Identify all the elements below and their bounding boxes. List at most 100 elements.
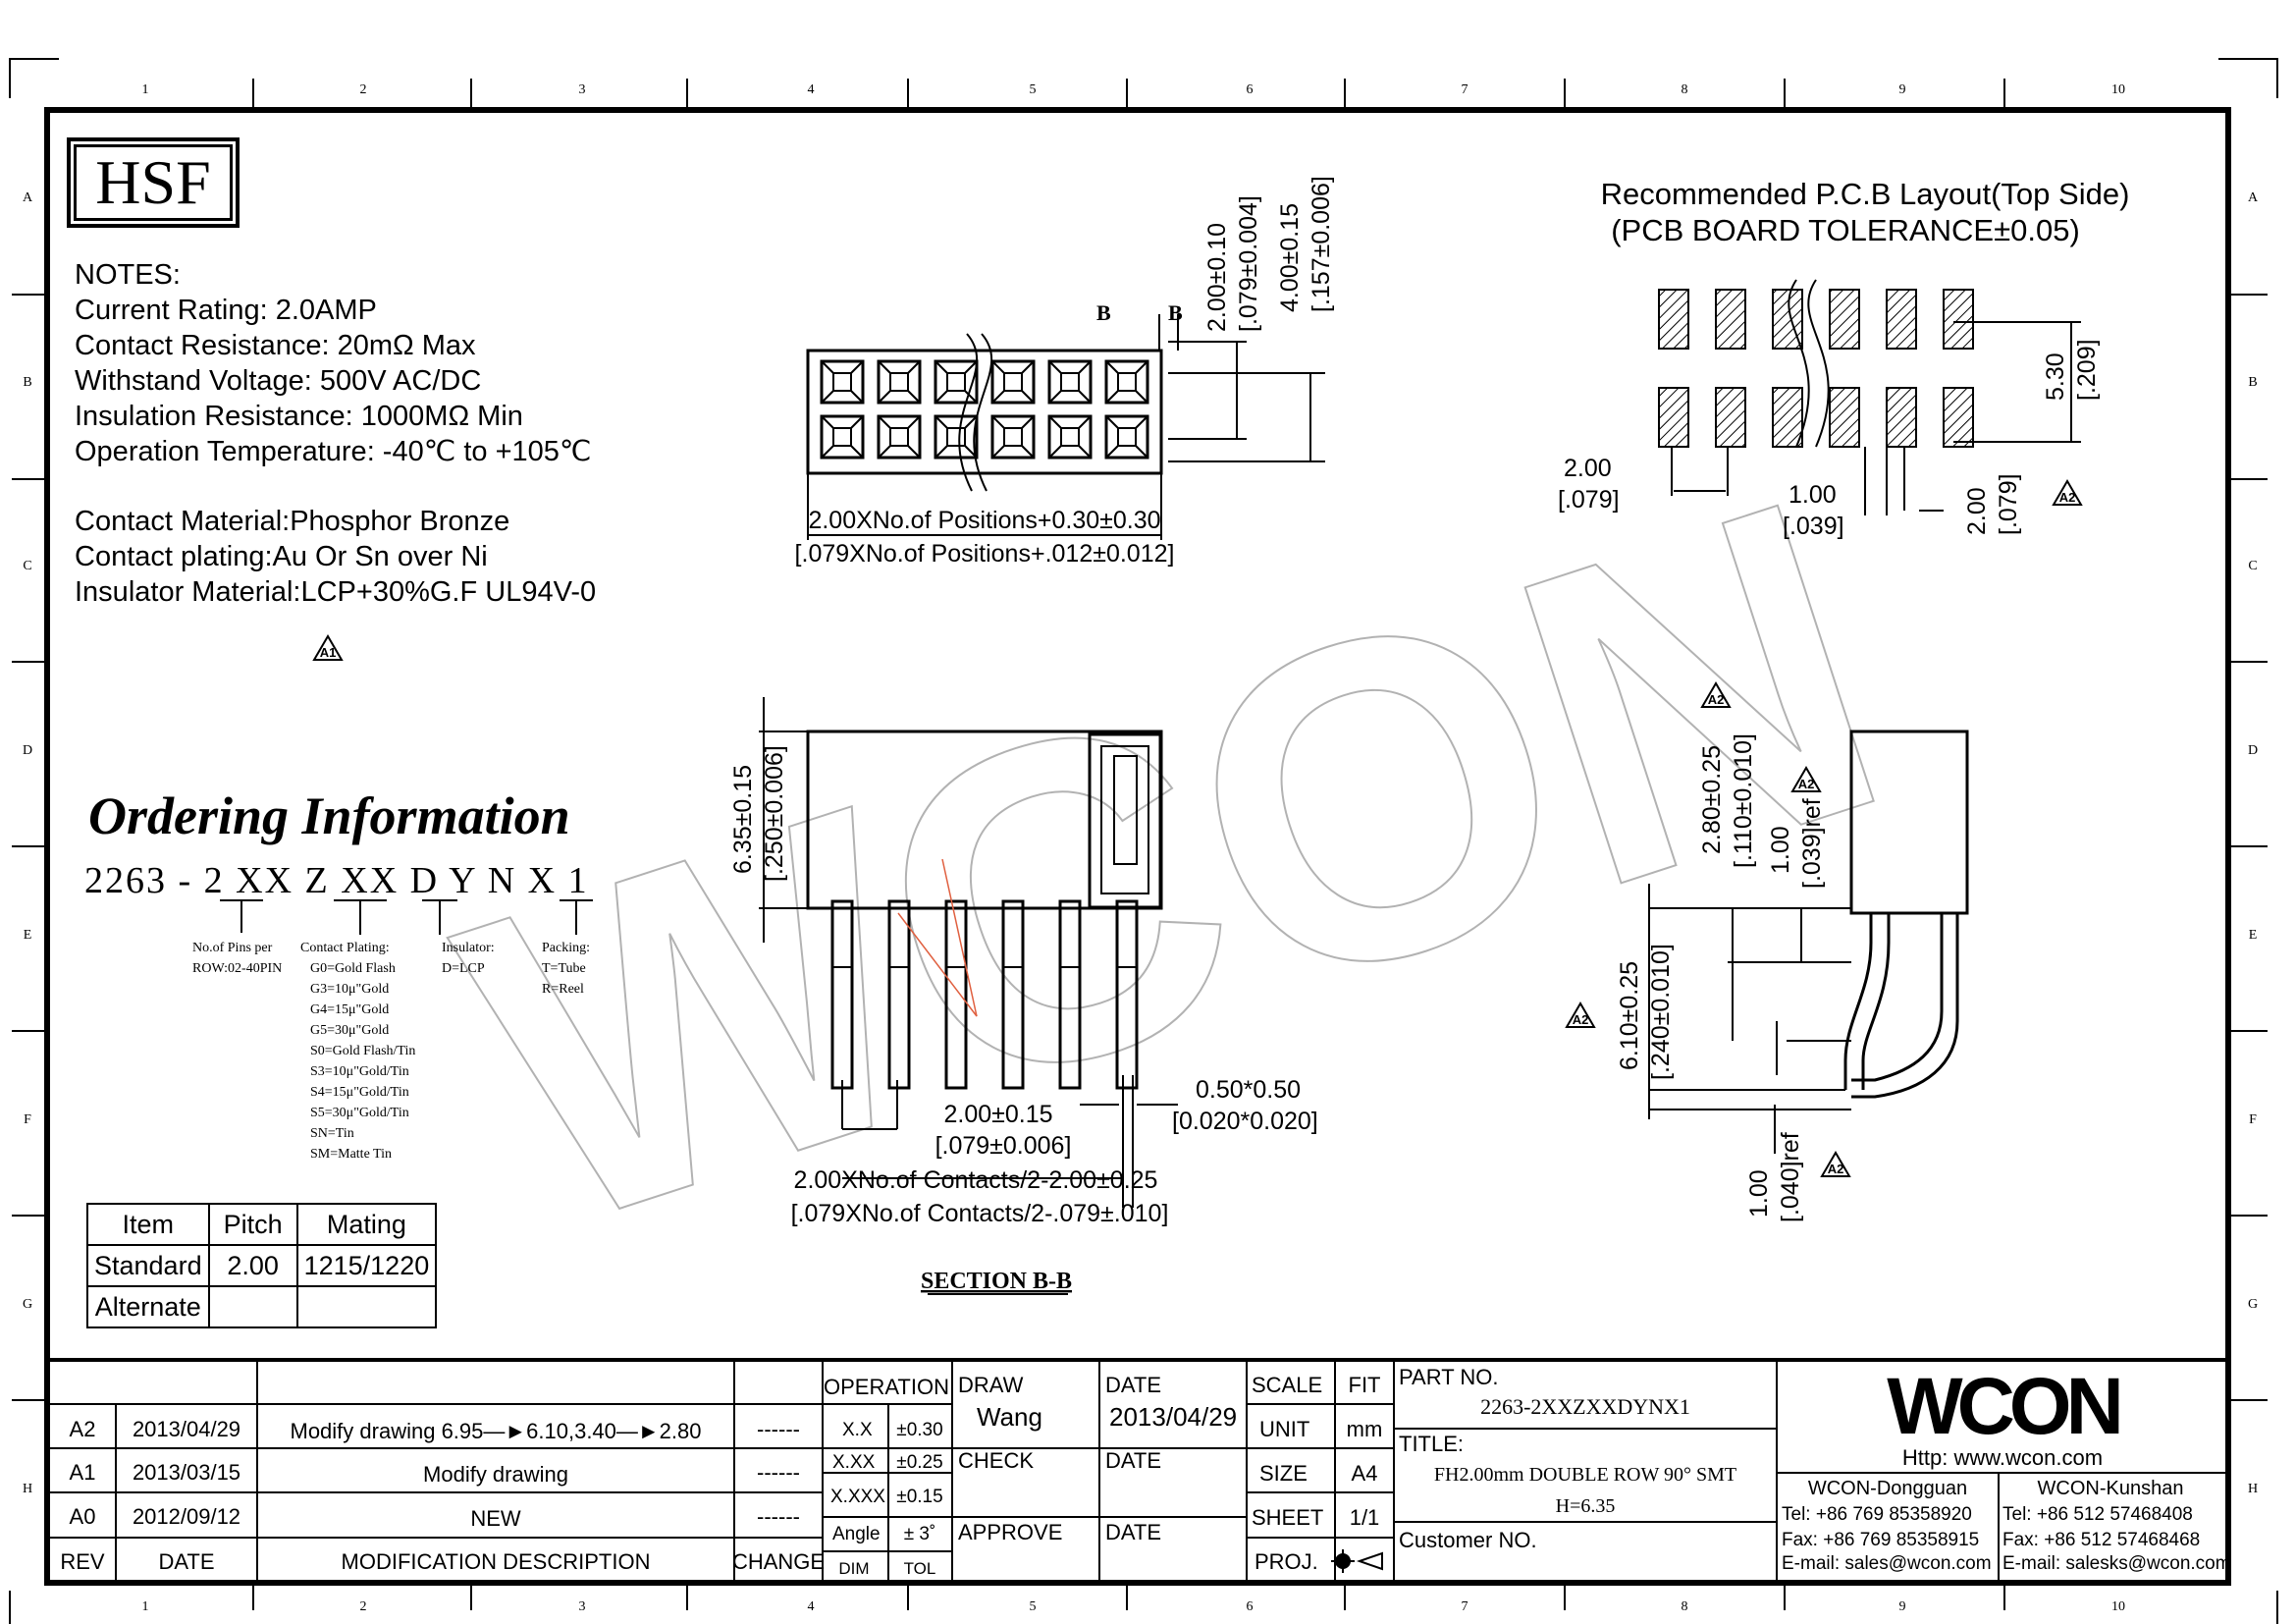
table-header: Pitch <box>207 1203 298 1246</box>
zone-col-9: 9 <box>1899 82 1906 97</box>
pin-body <box>1115 899 1139 1090</box>
pin-bevel <box>1048 360 1062 374</box>
rev-triangle-a2-bottom: A2 <box>1820 1151 1851 1177</box>
pin-bevel <box>907 390 921 404</box>
ks-mail: E-mail: salesks@wcon.com <box>2002 1553 2231 1574</box>
zone-col-10: 10 <box>2111 82 2125 97</box>
table-header: Item <box>86 1203 210 1246</box>
front-pin <box>1058 899 1082 1090</box>
top-dim-pitch-inch: [.079±0.004] <box>1235 195 1262 332</box>
top-dim-pitch: 2.00±0.10 <box>1203 223 1231 332</box>
pin-inner <box>1060 372 1080 392</box>
pin-bevel <box>1048 445 1062 459</box>
corner-marks <box>9 58 2278 1624</box>
pcb-dim-row: 5.30 <box>2042 352 2069 401</box>
zone-row-c-right: C <box>2248 559 2257 573</box>
materials-line: Contact plating:Au Or Sn over Ni <box>75 541 488 572</box>
tol-val-3: ± 3˚ <box>904 1524 936 1544</box>
tol-row-1: X.XX <box>832 1452 876 1473</box>
plating-option: S5=30μ"Gold/Tin <box>310 1106 409 1120</box>
wcon-logo: WCON <box>1887 1362 2118 1451</box>
proj-label: PROJ. <box>1255 1549 1318 1574</box>
pin-inner <box>1117 372 1137 392</box>
fit-value: FIT <box>1349 1373 1381 1397</box>
pin-body <box>944 899 968 1090</box>
top-pin-cell <box>1104 359 1149 405</box>
zone-col-10-bottom: 10 <box>2111 1599 2125 1614</box>
date-label-3: DATE <box>1105 1520 1161 1544</box>
top-pin-cell <box>990 414 1036 460</box>
pin-bevel <box>964 415 978 429</box>
desc-header: MODIFICATION DESCRIPTION <box>342 1549 651 1574</box>
front-dim-span: 2.00XNo.of Contacts/2-2.00±0.25 <box>794 1166 1158 1194</box>
rev-change-1: ------ <box>757 1460 800 1485</box>
pin-bevel <box>934 415 948 429</box>
mating-table: Item Pitch Mating Standard 2.00 1215/122… <box>86 1203 438 1328</box>
dg-mail: E-mail: sales@wcon.com <box>1782 1553 1992 1574</box>
operation-label: OPERATION <box>824 1375 949 1399</box>
rev-date-0: 2013/04/29 <box>133 1417 240 1441</box>
size-label: SIZE <box>1259 1461 1308 1486</box>
svg-text:A2: A2 <box>1573 1012 1589 1027</box>
pin-bevel <box>821 360 834 374</box>
pin-inner <box>1117 427 1137 447</box>
zone-row-d-right: D <box>2248 743 2258 758</box>
size-value: A4 <box>1352 1461 1378 1486</box>
svg-text:A2: A2 <box>1828 1162 1844 1176</box>
zone-col-7: 7 <box>1462 82 1468 97</box>
side-dim-d: 1.00 <box>1745 1169 1773 1218</box>
pcb-pad <box>1715 387 1746 448</box>
pin-inner <box>889 427 909 447</box>
side-dim-d-inch: [.040]ref <box>1777 1132 1804 1222</box>
zone-col-4: 4 <box>808 82 815 97</box>
front-pin <box>1001 899 1025 1090</box>
zone-col-3: 3 <box>579 82 586 97</box>
draw-date: 2013/04/29 <box>1109 1402 1237 1432</box>
zone-row-c: C <box>23 559 31 573</box>
legend-line: Packing: <box>542 941 590 955</box>
pin-outer <box>820 359 865 405</box>
packing-legend: Packing: T=Tube R=Reel <box>542 938 590 1000</box>
plating-option: G5=30μ"Gold <box>310 1023 390 1038</box>
zone-row-a-right: A <box>2248 190 2259 205</box>
pin-inner <box>889 372 909 392</box>
zone-row-e: E <box>24 928 32 943</box>
legend-line: Insulator: <box>442 941 495 955</box>
zone-col-8-bottom: 8 <box>1682 1599 1688 1614</box>
pin-inner <box>946 427 966 447</box>
section-mark-b-right: B <box>1168 300 1183 325</box>
front-dim-height: 6.35±0.15 <box>729 765 757 874</box>
front-dim-pitch-inch: [.079±0.006] <box>935 1132 1072 1160</box>
part-no-label: PART NO. <box>1399 1365 1498 1389</box>
legend-line: No.of Pins per <box>192 941 273 955</box>
pin-bevel <box>964 390 978 404</box>
dg-fax: Fax: +86 769 85358915 <box>1782 1530 1979 1550</box>
rev-desc-0: Modify drawing 6.95—►6.10,3.40—►2.80 <box>291 1419 702 1443</box>
svg-text:A2: A2 <box>1708 692 1725 707</box>
zone-row-b-right: B <box>2248 375 2257 390</box>
pin-bevel <box>1135 415 1148 429</box>
front-dim-height-inch: [.250±0.006] <box>761 745 788 882</box>
top-dim-height: 4.00±0.15 <box>1276 203 1304 312</box>
rev-desc-1: Modify drawing <box>423 1462 568 1487</box>
legend-line: D=LCP <box>442 961 485 976</box>
zone-col-1: 1 <box>142 82 149 97</box>
top-dim-length-inch: [.079XNo.of Positions+.012±0.012] <box>795 540 1175 568</box>
zone-row-d: D <box>23 743 32 758</box>
pin-bevel <box>934 390 948 404</box>
front-dim-pitch: 2.00±0.15 <box>943 1101 1052 1128</box>
pin-body <box>887 899 911 1090</box>
top-view <box>806 314 1325 540</box>
notes-block: NOTES: Current Rating: 2.0AMP Contact Re… <box>75 257 591 469</box>
top-pin-cell <box>1047 359 1093 405</box>
approve-label: APPROVE <box>958 1520 1062 1544</box>
pin-bevel <box>991 445 1005 459</box>
title-block-grid <box>47 1358 2228 1583</box>
zone-col-5: 5 <box>1030 82 1037 97</box>
sheet-label: SHEET <box>1252 1505 1323 1530</box>
unit-value: mm <box>1347 1417 1383 1441</box>
rev-cell-1: A1 <box>70 1460 96 1485</box>
top-pin-cell <box>877 359 922 405</box>
drawing-border <box>44 107 2231 1586</box>
pin-bevel <box>1105 415 1119 429</box>
